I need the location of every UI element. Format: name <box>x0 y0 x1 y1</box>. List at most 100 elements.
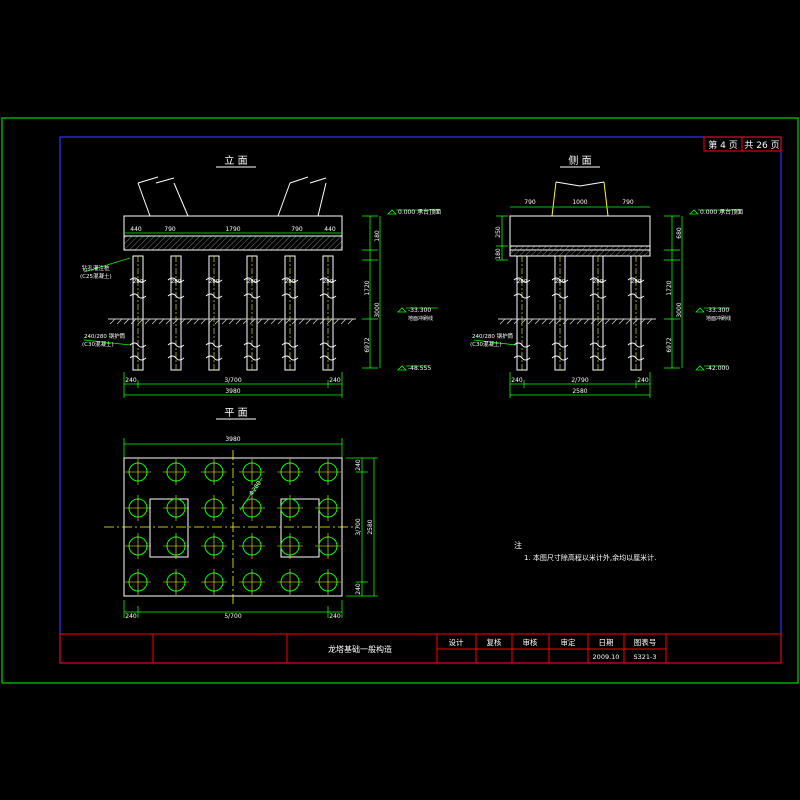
plan-pile <box>163 459 189 485</box>
elev-bottom-dim-2: 3/700 <box>224 377 241 384</box>
notes-heading: 注 <box>514 540 522 550</box>
pile <box>243 255 261 371</box>
plan-pile <box>315 459 341 485</box>
side-level-bottom: -42.000 <box>706 365 729 372</box>
seal-layer <box>123 235 343 251</box>
pile-dim-label: 280 <box>631 279 642 285</box>
pile-dim-label: 280 <box>285 279 296 285</box>
plan-pile <box>125 459 151 485</box>
side-tower-legs <box>551 181 609 217</box>
pile-dim-label: 280 <box>247 279 258 285</box>
elev-left-note-2: (C25混凝土) <box>80 272 112 280</box>
elev-pile-note-2: (C30混凝土) <box>82 340 114 348</box>
plan-pile <box>315 533 341 559</box>
side-total-width: 2580 <box>572 388 587 395</box>
plan-pile <box>239 495 265 521</box>
plan-pile <box>163 495 189 521</box>
elev-right-dim-2: 1720 <box>364 280 371 295</box>
side-pile-note-1: 240/280 钢护筒 <box>472 332 514 340</box>
pile <box>627 255 645 371</box>
side-dim-3: 790 <box>622 199 634 206</box>
plan-pile <box>277 569 303 595</box>
title-header-drawing-no: 图表号 <box>634 637 657 647</box>
pile <box>513 255 531 371</box>
tower-legs <box>137 176 327 217</box>
pile-dim-label: 280 <box>517 279 528 285</box>
pile-dim-label: 280 <box>555 279 566 285</box>
elevation-piles <box>129 255 337 371</box>
title-header-approve: 审定 <box>561 637 576 647</box>
pile <box>281 255 299 371</box>
pile <box>319 255 337 371</box>
tower-base-left <box>149 498 189 558</box>
plan-right-dim-1: 240 <box>355 459 362 471</box>
elev-bottom-dim-3: 240 <box>329 377 341 384</box>
elev-dim-5: 440 <box>324 226 336 233</box>
notes: 注 1. 本图尺寸除高程以米计外,余均以厘米计. <box>514 540 656 562</box>
title-date-value: 2009.10 <box>593 653 620 661</box>
pile <box>129 255 147 371</box>
plan-pile <box>315 569 341 595</box>
plan-pile <box>163 569 189 595</box>
plan-pile <box>201 569 227 595</box>
side-dim-1: 790 <box>524 199 536 206</box>
title-header-design: 设计 <box>449 637 464 647</box>
plan-pile <box>239 533 265 559</box>
elev-level-bottom: -48.555 <box>408 365 431 372</box>
plan-top-width: 3980 <box>225 436 240 443</box>
side-right-dim-2: 1720 <box>666 280 673 295</box>
elev-dim-4: 790 <box>291 226 303 233</box>
side-level-top: 0.000 承台顶面 <box>700 208 743 216</box>
side-dim-2: 1000 <box>572 199 587 206</box>
plan-bottom-dim-1: 240 <box>125 613 137 620</box>
plan-right-dim-2: 3/700 <box>355 518 362 535</box>
elev-right-dim-3: 3000 <box>374 302 381 317</box>
side-right-dim-1: 680 <box>676 227 683 239</box>
plan-pile <box>201 459 227 485</box>
side-view-title: 侧 面 <box>568 154 591 167</box>
elevation-view-title: 立 面 <box>224 154 247 167</box>
page-number: 第 4 页 <box>708 139 737 151</box>
plan-right-dim-3: 2580 <box>367 519 374 534</box>
plan-pile <box>277 459 303 485</box>
pile <box>205 255 223 371</box>
elev-pile-note-1: 240/280 钢护筒 <box>84 332 126 340</box>
elev-right-dim-1: 180 <box>374 230 381 242</box>
side-pile-cap <box>509 215 651 251</box>
pile-dim-label: 280 <box>171 279 182 285</box>
plan-pile <box>125 533 151 559</box>
plan-bottom-dim-2: 5/700 <box>224 613 241 620</box>
pile-dim-label: 280 <box>209 279 220 285</box>
pile <box>551 255 569 371</box>
pile-dim-label: 280 <box>133 279 144 285</box>
elev-level-top: 0.000 承台顶面 <box>398 208 441 216</box>
outer-frame <box>1 117 799 684</box>
side-left-dim-2: 180 <box>495 248 502 260</box>
elev-total-width: 3980 <box>225 388 240 395</box>
side-left-dim-1: 250 <box>495 226 502 238</box>
pile <box>167 255 185 371</box>
side-right-dim-4: 6972 <box>666 337 673 352</box>
plan-view-title: 平 面 <box>224 408 247 419</box>
notes-item-1: 1. 本图尺寸除高程以米计外,余均以厘米计. <box>524 553 656 562</box>
elev-dim-2: 790 <box>164 226 176 233</box>
elevation-view: 立 面 440 790 1790 790 440 <box>80 154 441 398</box>
side-bottom-dim-1: 240 <box>511 377 523 384</box>
side-pile-note-2: (C30混凝土) <box>470 340 502 348</box>
plan-pile <box>277 495 303 521</box>
side-level-mid: -33.300 <box>706 307 729 314</box>
title-header-date: 日期 <box>599 638 614 647</box>
elev-right-dim-4: 6972 <box>364 337 371 352</box>
title-header-review: 审核 <box>523 637 538 647</box>
title-drawing-no-value: S321-3 <box>633 653 656 661</box>
plan-pile <box>277 533 303 559</box>
page-box: 第 4 页 共 26 页 <box>703 136 782 152</box>
elev-bottom-dim-1: 240 <box>125 377 137 384</box>
plan-bottom-dim-3: 240 <box>329 613 341 620</box>
plan-pile <box>125 569 151 595</box>
elev-level-mid: -33.300 <box>408 307 431 314</box>
elev-left-note-1: 钻孔灌注桩 <box>82 264 110 272</box>
elev-dim-1: 440 <box>130 226 142 233</box>
title-block-title: 龙塔基础一般构造 <box>328 644 392 654</box>
